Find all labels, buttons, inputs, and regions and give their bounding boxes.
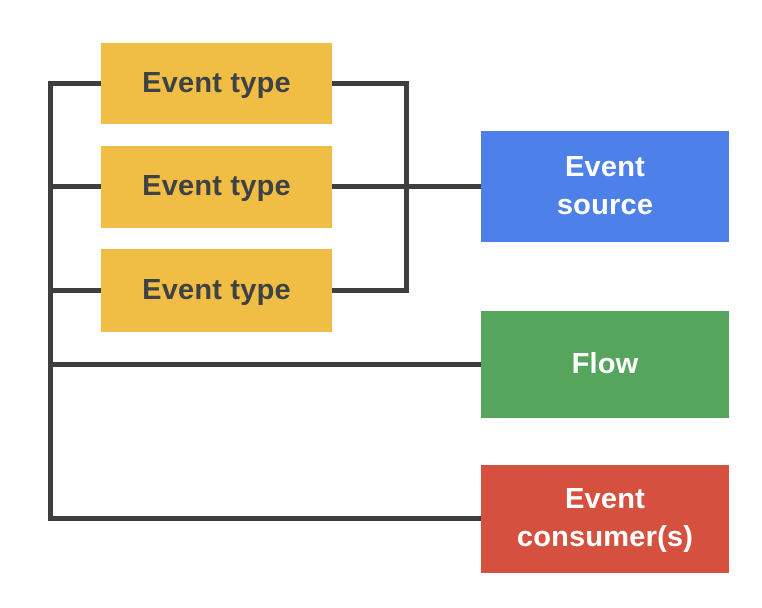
connector-event-type-3-left <box>48 288 101 293</box>
connector-to-event-consumers <box>48 516 481 521</box>
connector-to-event-source <box>332 184 481 189</box>
connector-event-type-1-right <box>332 81 409 86</box>
node-event-type-2: Event type <box>101 146 332 228</box>
connector-event-type-2-left <box>48 184 101 189</box>
node-event-source: Event source <box>481 131 729 242</box>
node-event-type-3: Event type <box>101 249 332 332</box>
node-event-type-1: Event type <box>101 43 332 124</box>
connector-event-type-1-left <box>48 81 101 86</box>
node-flow: Flow <box>481 311 729 418</box>
connector-event-type-3-right <box>332 288 409 293</box>
node-event-consumers: Event consumer(s) <box>481 465 729 573</box>
connector-to-flow <box>48 362 481 367</box>
connector-left-bus <box>48 81 53 521</box>
